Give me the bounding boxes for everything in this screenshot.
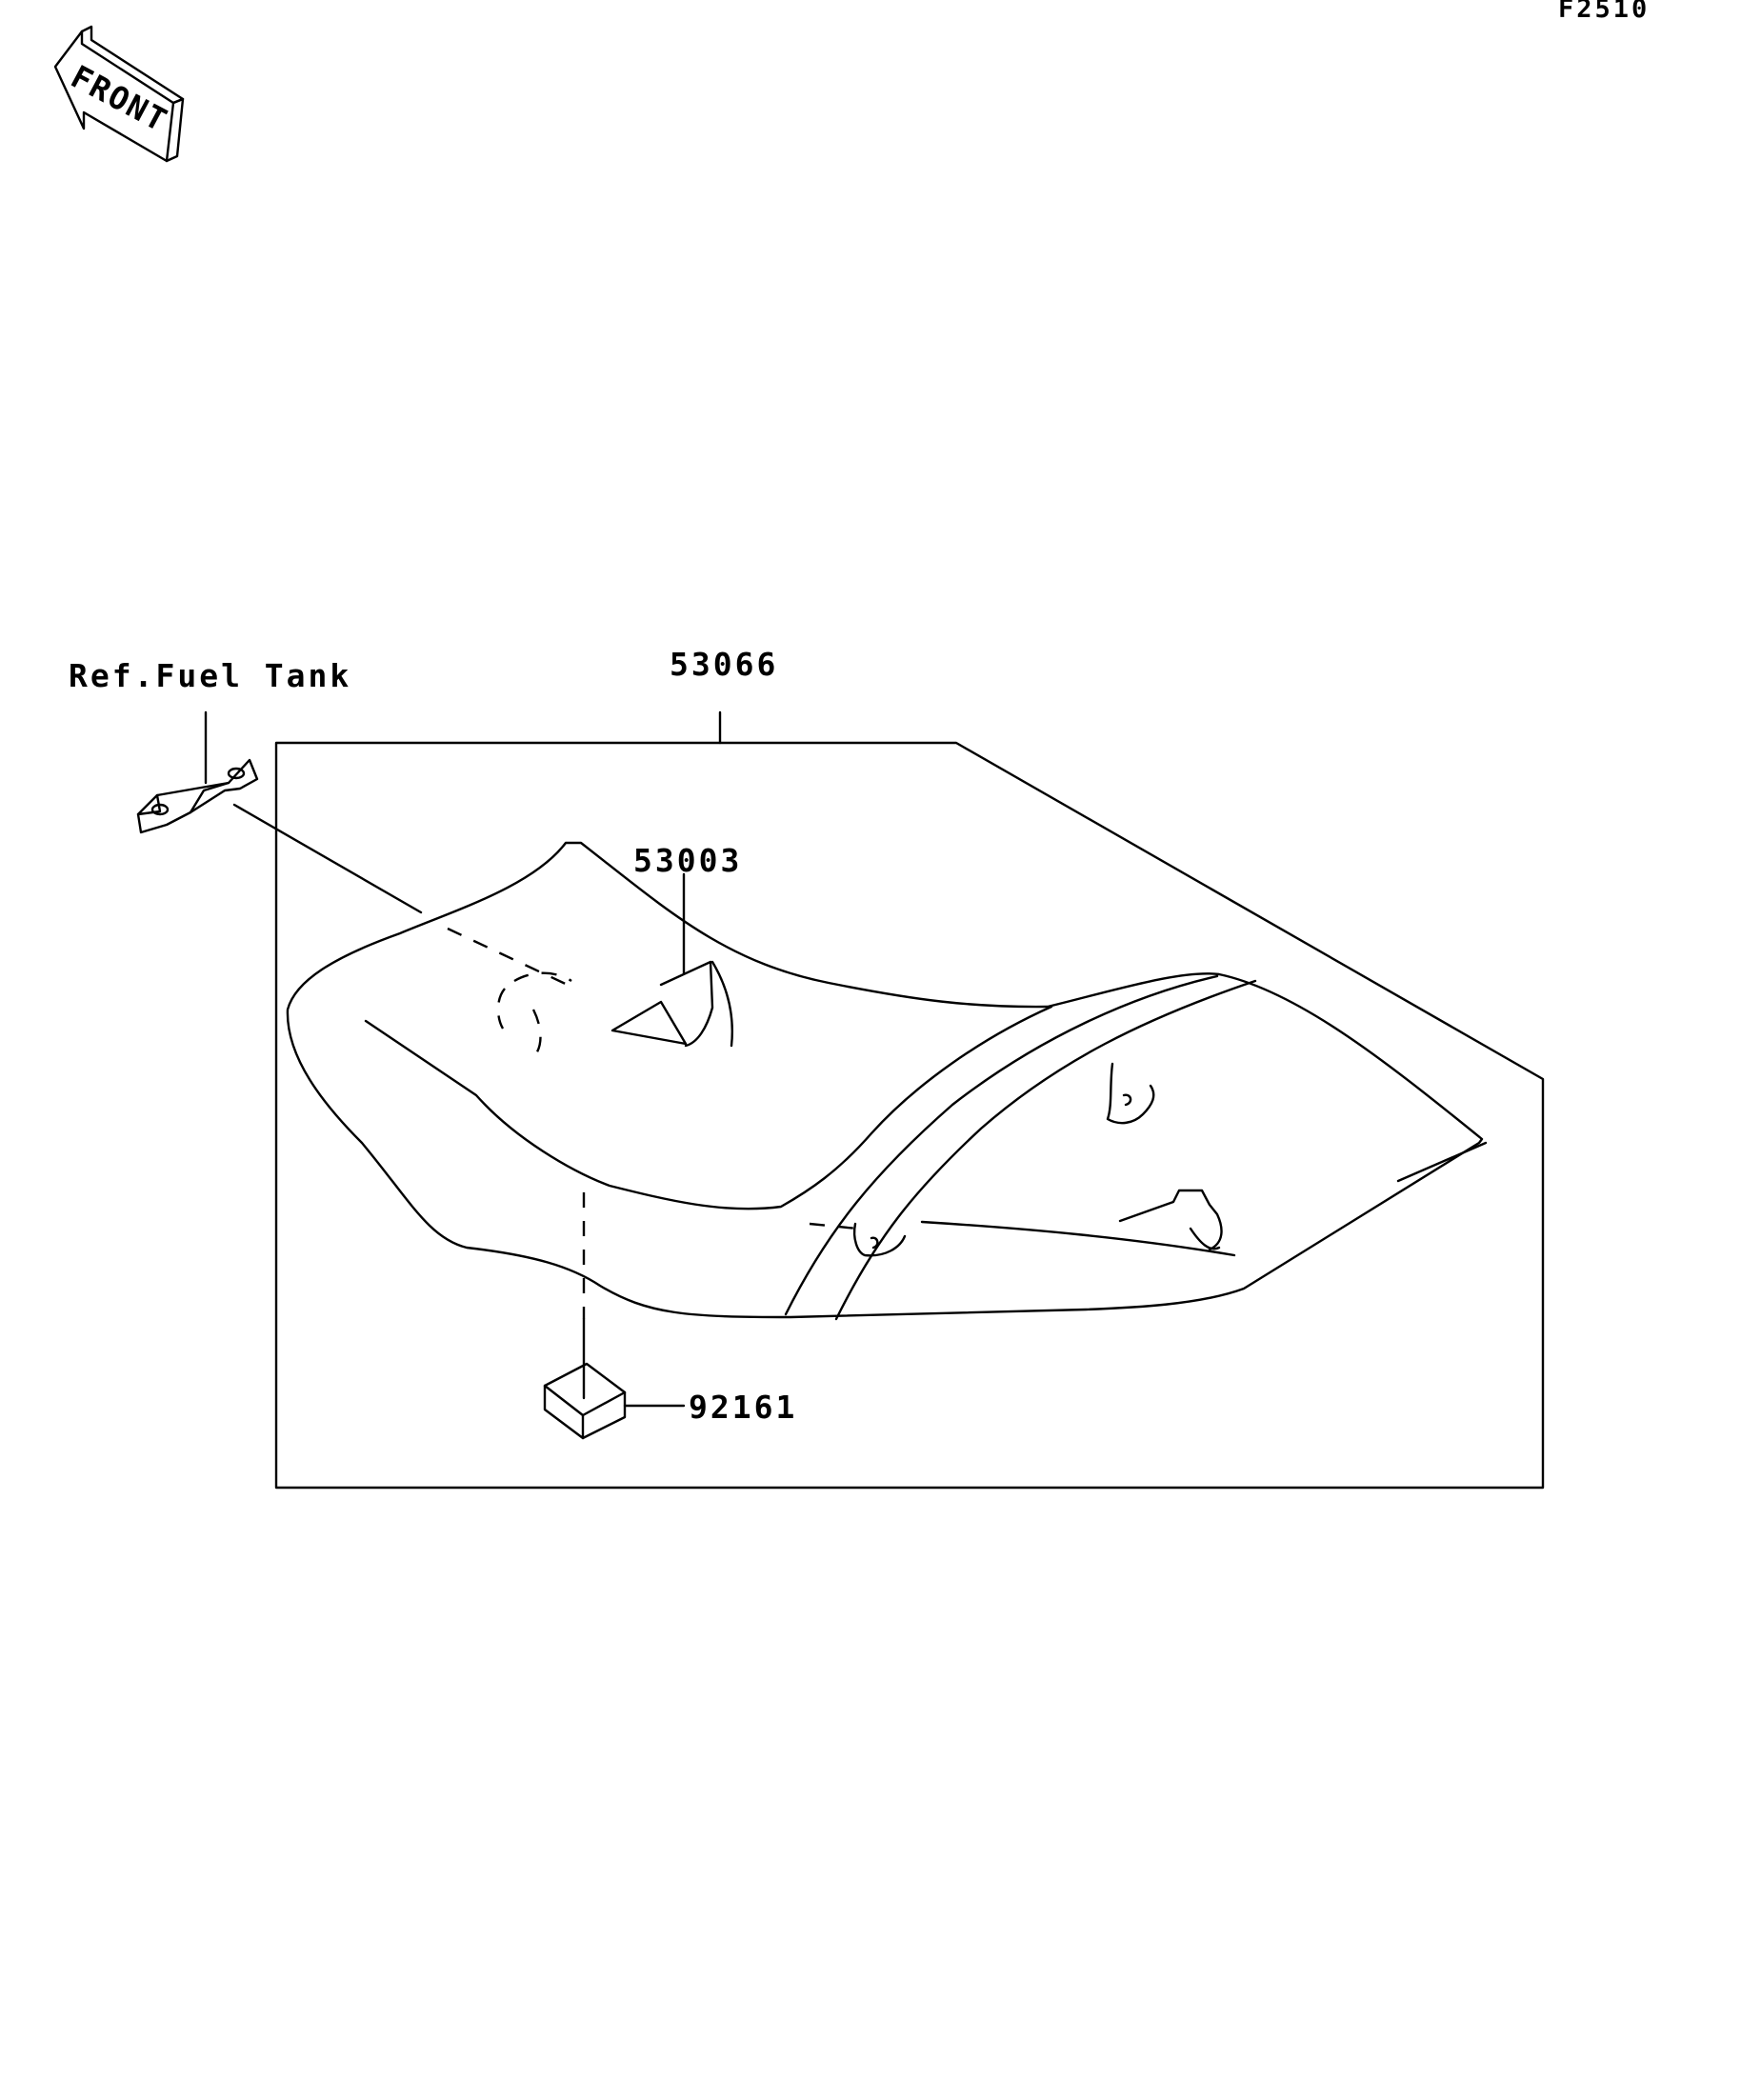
ref-fuel-tank-label: Ref.Fuel Tank (69, 657, 352, 694)
front-arrow-text: FRONT (65, 58, 174, 140)
diagram-code: F2510 (1558, 0, 1651, 24)
part-number-pad[interactable]: 92161 (689, 1389, 798, 1426)
seat-marking-stripe (852, 1222, 907, 1257)
bracket-centerline-dashed (447, 927, 572, 989)
part-number-seat[interactable]: 53066 (670, 646, 779, 683)
seat-hook-hidden (496, 971, 572, 1058)
seat-label-sticker (610, 960, 733, 1048)
stripe-dashed-line (809, 1222, 858, 1230)
seat-marking-rear (1118, 1189, 1223, 1251)
seat-marking-front (1106, 1062, 1155, 1125)
seat-outline (286, 841, 1488, 1321)
bracket-centerline (232, 803, 423, 914)
group-frame (274, 741, 1545, 1490)
part-number-label[interactable]: 53003 (633, 842, 743, 879)
front-arrow-icon: FRONT (53, 25, 185, 163)
seat-pad-block (543, 1362, 627, 1440)
fuel-tank-bracket (136, 758, 259, 834)
